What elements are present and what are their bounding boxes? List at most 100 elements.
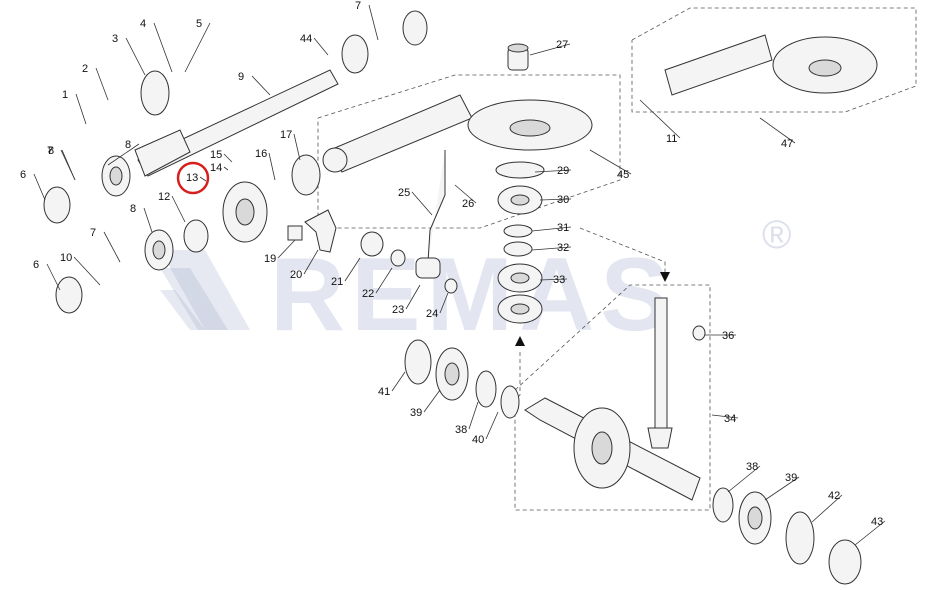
callout-14: 14	[210, 162, 229, 174]
callout-leader-line	[759, 117, 796, 144]
callout-number: 11	[666, 133, 677, 145]
callout-number: 27	[556, 39, 568, 51]
pinion-shaft-34	[647, 297, 706, 449]
callout-leader-line	[439, 292, 449, 314]
callout-leader-line	[344, 257, 361, 282]
gear-cluster	[222, 181, 268, 243]
bevel-gear-45	[467, 99, 593, 151]
callout-leader-line	[405, 284, 421, 310]
callout-42: 42	[811, 490, 843, 523]
callout-leader-line	[153, 22, 173, 73]
callout-number: 7	[47, 145, 53, 157]
callout-2: 2	[82, 63, 109, 101]
callout-leader-line	[313, 37, 329, 56]
callout-leader-line	[711, 414, 739, 419]
callout-23: 23	[392, 284, 421, 316]
callout-7: 7	[355, 0, 379, 41]
callout-17: 17	[280, 129, 301, 161]
nut-27	[507, 43, 529, 71]
callout-number: 6	[20, 169, 26, 181]
group-box-34	[514, 227, 711, 511]
bearings-left	[43, 10, 428, 314]
callout-number: 21	[331, 276, 343, 288]
selector-rod-25	[427, 150, 446, 263]
callout-number: 14	[210, 162, 222, 174]
callout-number: 20	[290, 269, 302, 281]
callout-number: 19	[264, 253, 276, 265]
callout-27: 27	[529, 39, 571, 56]
callout-leader-line	[811, 494, 843, 523]
callout-number: 28	[400, 0, 412, 3]
callout-22: 22	[362, 267, 393, 300]
callout-10: 10	[60, 252, 101, 286]
callout-number: 9	[238, 71, 244, 83]
callout-number: 15	[210, 149, 222, 161]
callout-number: 25	[398, 187, 410, 199]
callout-leader-line	[103, 231, 121, 263]
spring-12	[183, 219, 209, 253]
callout-21: 21	[331, 257, 361, 288]
callout-leader-line	[199, 176, 207, 182]
callout-number: 39	[410, 407, 422, 419]
callout-number: 8	[48, 145, 54, 157]
callout-leader-line	[485, 411, 499, 440]
callout-33: 33	[539, 274, 568, 286]
callout-36: 36	[705, 330, 736, 342]
watermark-registered-mark: ®	[762, 213, 791, 257]
callout-4: 4	[140, 18, 173, 73]
callout-40: 40	[472, 411, 499, 446]
callout-leader-line	[46, 263, 61, 291]
callout-number: 5	[196, 18, 202, 30]
bevel-gear-47	[772, 36, 878, 94]
callout-number: 33	[553, 274, 565, 286]
callout-number: 36	[722, 330, 734, 342]
callout-number: 30	[557, 194, 569, 206]
callout-number: 42	[828, 490, 840, 502]
callout-leader-line	[589, 149, 632, 175]
callout-number: 7	[355, 0, 361, 12]
callout-number: 38	[455, 424, 467, 436]
callout-number: 3	[112, 33, 118, 45]
callout-number: 12	[158, 191, 170, 203]
callout-number: 40	[472, 434, 484, 446]
axle-shaft-34	[524, 397, 701, 501]
bearing-stack	[495, 161, 545, 324]
callout-19: 19	[264, 239, 296, 265]
remas-watermark: REMAS ®	[160, 213, 791, 353]
highlight-circle	[176, 161, 210, 195]
callout-leader-line	[411, 191, 433, 216]
callout-number: 13	[186, 172, 198, 184]
callout-number: 41	[378, 386, 390, 398]
callout-number: 44	[300, 33, 312, 45]
callout-leader-line	[534, 169, 572, 173]
callout-6: 6	[33, 259, 61, 291]
callout-43: 43	[854, 516, 886, 546]
callout-leader-line	[73, 256, 101, 286]
callout-39: 39	[410, 389, 441, 419]
callout-3: 3	[112, 33, 146, 76]
callout-number: 4	[140, 18, 146, 30]
callout-leader-line	[529, 43, 571, 56]
callout-leader-line	[391, 371, 406, 392]
callout-34: 34	[711, 413, 739, 425]
callout-leader-line	[184, 22, 211, 73]
callout-leader-line	[277, 239, 296, 259]
callout-number: 2	[82, 63, 88, 75]
callout-number: 6	[33, 259, 39, 271]
callout-leader-line	[223, 166, 229, 171]
shift-fork-parts	[287, 209, 458, 294]
callout-leader-line	[423, 389, 441, 413]
callout-leader-line	[531, 246, 572, 251]
callout-number: 43	[871, 516, 883, 528]
callout-number: 32	[557, 242, 569, 254]
callout-number: 8	[125, 139, 131, 151]
callout-8: 8	[48, 145, 76, 181]
callout-28: 28	[400, 0, 412, 3]
callout-leader-line	[468, 401, 479, 430]
callout-leader-line	[75, 93, 87, 125]
callout-38: 38	[727, 461, 761, 493]
callout-leader-line	[531, 226, 572, 232]
lower-bearings	[404, 339, 862, 585]
